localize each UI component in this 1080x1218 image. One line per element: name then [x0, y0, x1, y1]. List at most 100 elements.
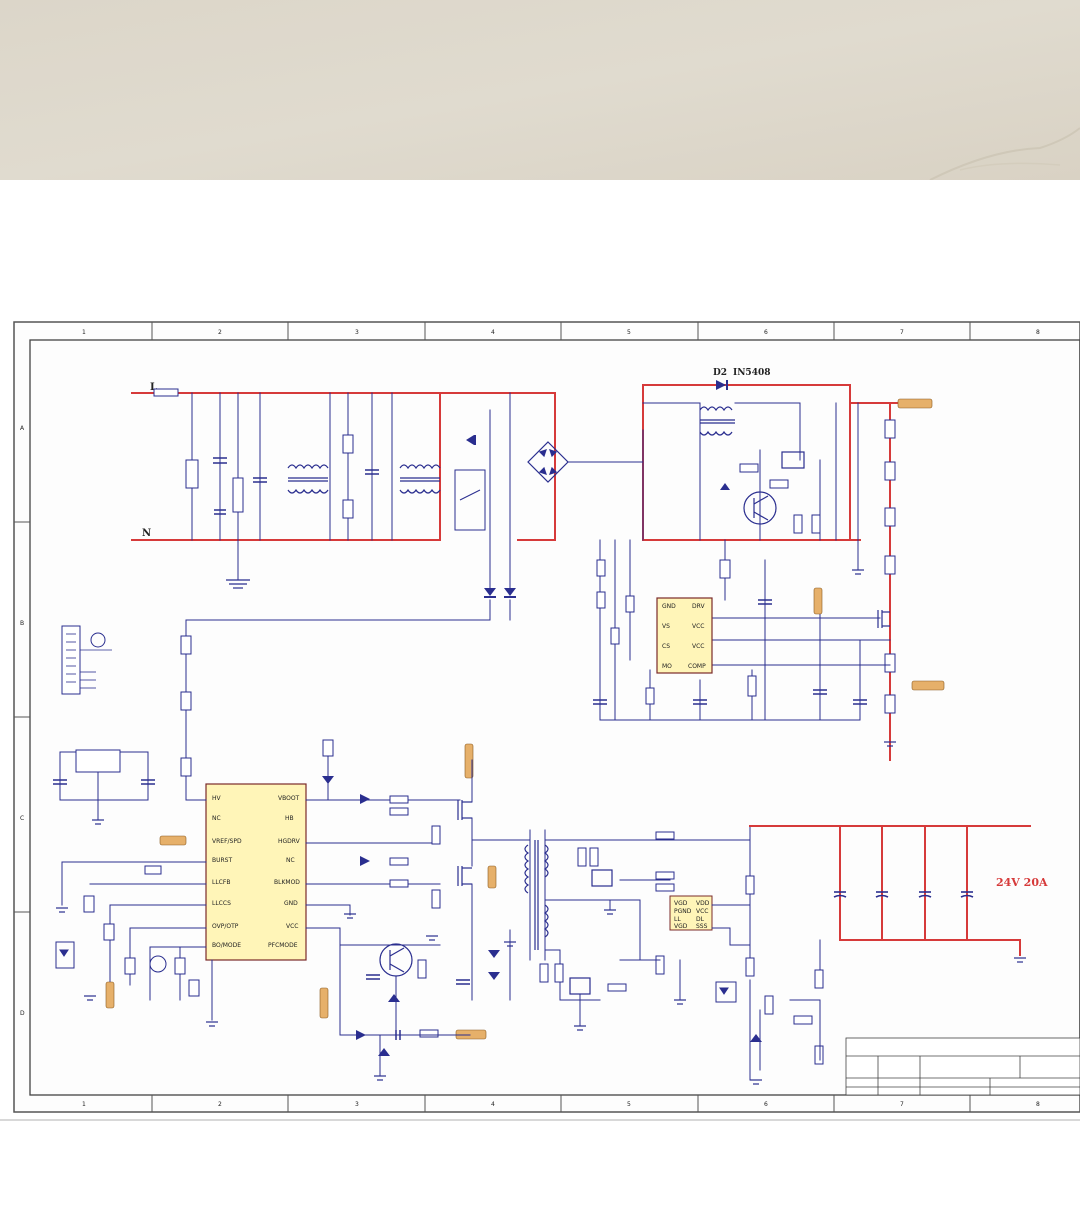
resistor-bleed — [232, 477, 244, 513]
capacitor-c7 — [141, 779, 155, 785]
resistor-r5 — [769, 479, 789, 489]
svg-text:LLCFB: LLCFB — [212, 879, 230, 886]
svg-text:HGDRV: HGDRV — [278, 838, 301, 845]
fuse — [153, 388, 179, 397]
svg-text:GND: GND — [284, 900, 298, 907]
signal-tag-ic-left — [159, 835, 187, 846]
svg-text:COMP: COMP — [688, 663, 706, 670]
diode-d2-label: D2 — [713, 368, 727, 378]
svg-text:VGD: VGD — [674, 923, 688, 930]
ground-symbol-icon — [374, 935, 516, 1081]
capacitor-cx2 — [253, 477, 267, 483]
half-bridge-section — [339, 743, 751, 1081]
diode-d4-icon — [720, 483, 730, 490]
resistor-r35 — [431, 825, 441, 845]
mosfet-q5-icon — [457, 800, 472, 820]
output-capacitor-bank — [833, 891, 974, 898]
capacitor-c2 — [593, 699, 607, 705]
resistor-r18 — [884, 653, 896, 673]
inductor-lf2-icon — [399, 464, 441, 494]
capacitor-cx1 — [213, 457, 227, 464]
aux-flyback-section: D2 IN5408 — [642, 368, 945, 747]
resistor-r31 — [389, 795, 409, 804]
signal-tag-right — [911, 680, 945, 691]
ground-symbol-icon — [852, 569, 896, 747]
resistor-r51 — [814, 969, 824, 989]
svg-text:LLCCS: LLCCS — [212, 900, 231, 907]
resistor-r7 — [811, 514, 821, 534]
svg-text:VS: VS — [662, 623, 670, 630]
svg-text:DRV: DRV — [692, 603, 705, 610]
zener-zd2-icon — [388, 994, 400, 1002]
svg-text:OVP/OTP: OVP/OTP — [212, 923, 239, 930]
resistor-r29 — [174, 957, 186, 975]
resistor-r52 — [814, 1045, 824, 1065]
svg-text:VCC: VCC — [692, 623, 704, 630]
varistor — [185, 459, 199, 489]
led-icon — [90, 632, 106, 648]
resistor-r36 — [431, 889, 441, 909]
mosfet-q6-icon — [457, 866, 472, 886]
svg-text:PFCMODE: PFCMODE — [268, 942, 298, 949]
resistor-r11 — [625, 595, 635, 613]
resistor-r40 — [577, 847, 587, 867]
capacitor-cx3 — [365, 469, 379, 475]
diode-d6-icon — [504, 588, 516, 598]
mosfet-q4-icon — [781, 451, 805, 469]
left-aux-section — [53, 625, 192, 821]
transformer-t1-icon — [699, 406, 735, 436]
frame-column-dividers — [14, 322, 971, 1112]
ground-symbol-icon — [226, 579, 250, 589]
ac-input-section: L N — [131, 382, 931, 791]
neutral-terminal-label: N — [142, 528, 151, 539]
capacitor-c3 — [693, 699, 707, 705]
pfc-ic-u1 — [656, 597, 713, 674]
svg-text:VCC: VCC — [286, 923, 298, 930]
resistor-r10 — [610, 627, 620, 645]
resistor-r43 — [655, 883, 675, 892]
resistor-r48 — [745, 875, 755, 895]
resistor-r19 — [884, 694, 896, 714]
row-tick-a: A — [20, 425, 25, 432]
svg-text:CS: CS — [662, 643, 670, 650]
resistor-r15 — [884, 461, 896, 481]
row-tick-d: D — [20, 1010, 25, 1017]
svg-text:VBOOT: VBOOT — [278, 795, 300, 802]
resistor-r46 — [554, 963, 564, 983]
regulator-u2 — [75, 749, 121, 773]
signal-tag-vertical-3 — [319, 987, 329, 1019]
svg-text:GND: GND — [662, 603, 676, 610]
transformer-t2-icon — [524, 840, 549, 950]
resistor-r3 — [342, 499, 354, 519]
resistor-r38 — [419, 1029, 439, 1038]
row-tick-c: C — [20, 815, 24, 822]
svg-text:LL: LL — [674, 916, 681, 923]
resistor-r50 — [764, 995, 774, 1015]
resistor-r33 — [389, 857, 409, 866]
capacitor-c4 — [813, 689, 827, 695]
svg-text:BLKMOD: BLKMOD — [274, 879, 300, 886]
svg-text:SSS: SSS — [696, 923, 708, 930]
diode-d7-icon — [360, 794, 370, 804]
col-tick-top-3: 3 — [355, 329, 359, 336]
resistor-r37 — [417, 959, 427, 979]
resistor-r28 — [144, 865, 162, 875]
col-tick-top-4: 4 — [491, 329, 495, 336]
svg-text:MO: MO — [662, 663, 672, 670]
resistor-r12 — [719, 559, 731, 579]
diode-d1-icon — [466, 435, 476, 445]
svg-text:HB: HB — [285, 815, 294, 822]
sheet-background — [13, 321, 1080, 1113]
col-tick-top-8: 8 — [1036, 329, 1040, 336]
resistor-r47 — [655, 955, 665, 975]
col-tick-bottom-8: 8 — [1036, 1101, 1040, 1108]
svg-text:BO/MODE: BO/MODE — [212, 942, 241, 949]
shunt-regulator-icon — [750, 1034, 762, 1042]
llc-ic-u3 — [205, 783, 307, 961]
resistor-r27 — [124, 957, 136, 975]
ground-symbol-icon — [56, 819, 356, 1027]
capacitor-c6 — [53, 779, 67, 785]
diode-d10-icon — [488, 950, 500, 980]
capacitor-c1 — [758, 599, 772, 605]
resistor-r53 — [793, 1015, 813, 1025]
